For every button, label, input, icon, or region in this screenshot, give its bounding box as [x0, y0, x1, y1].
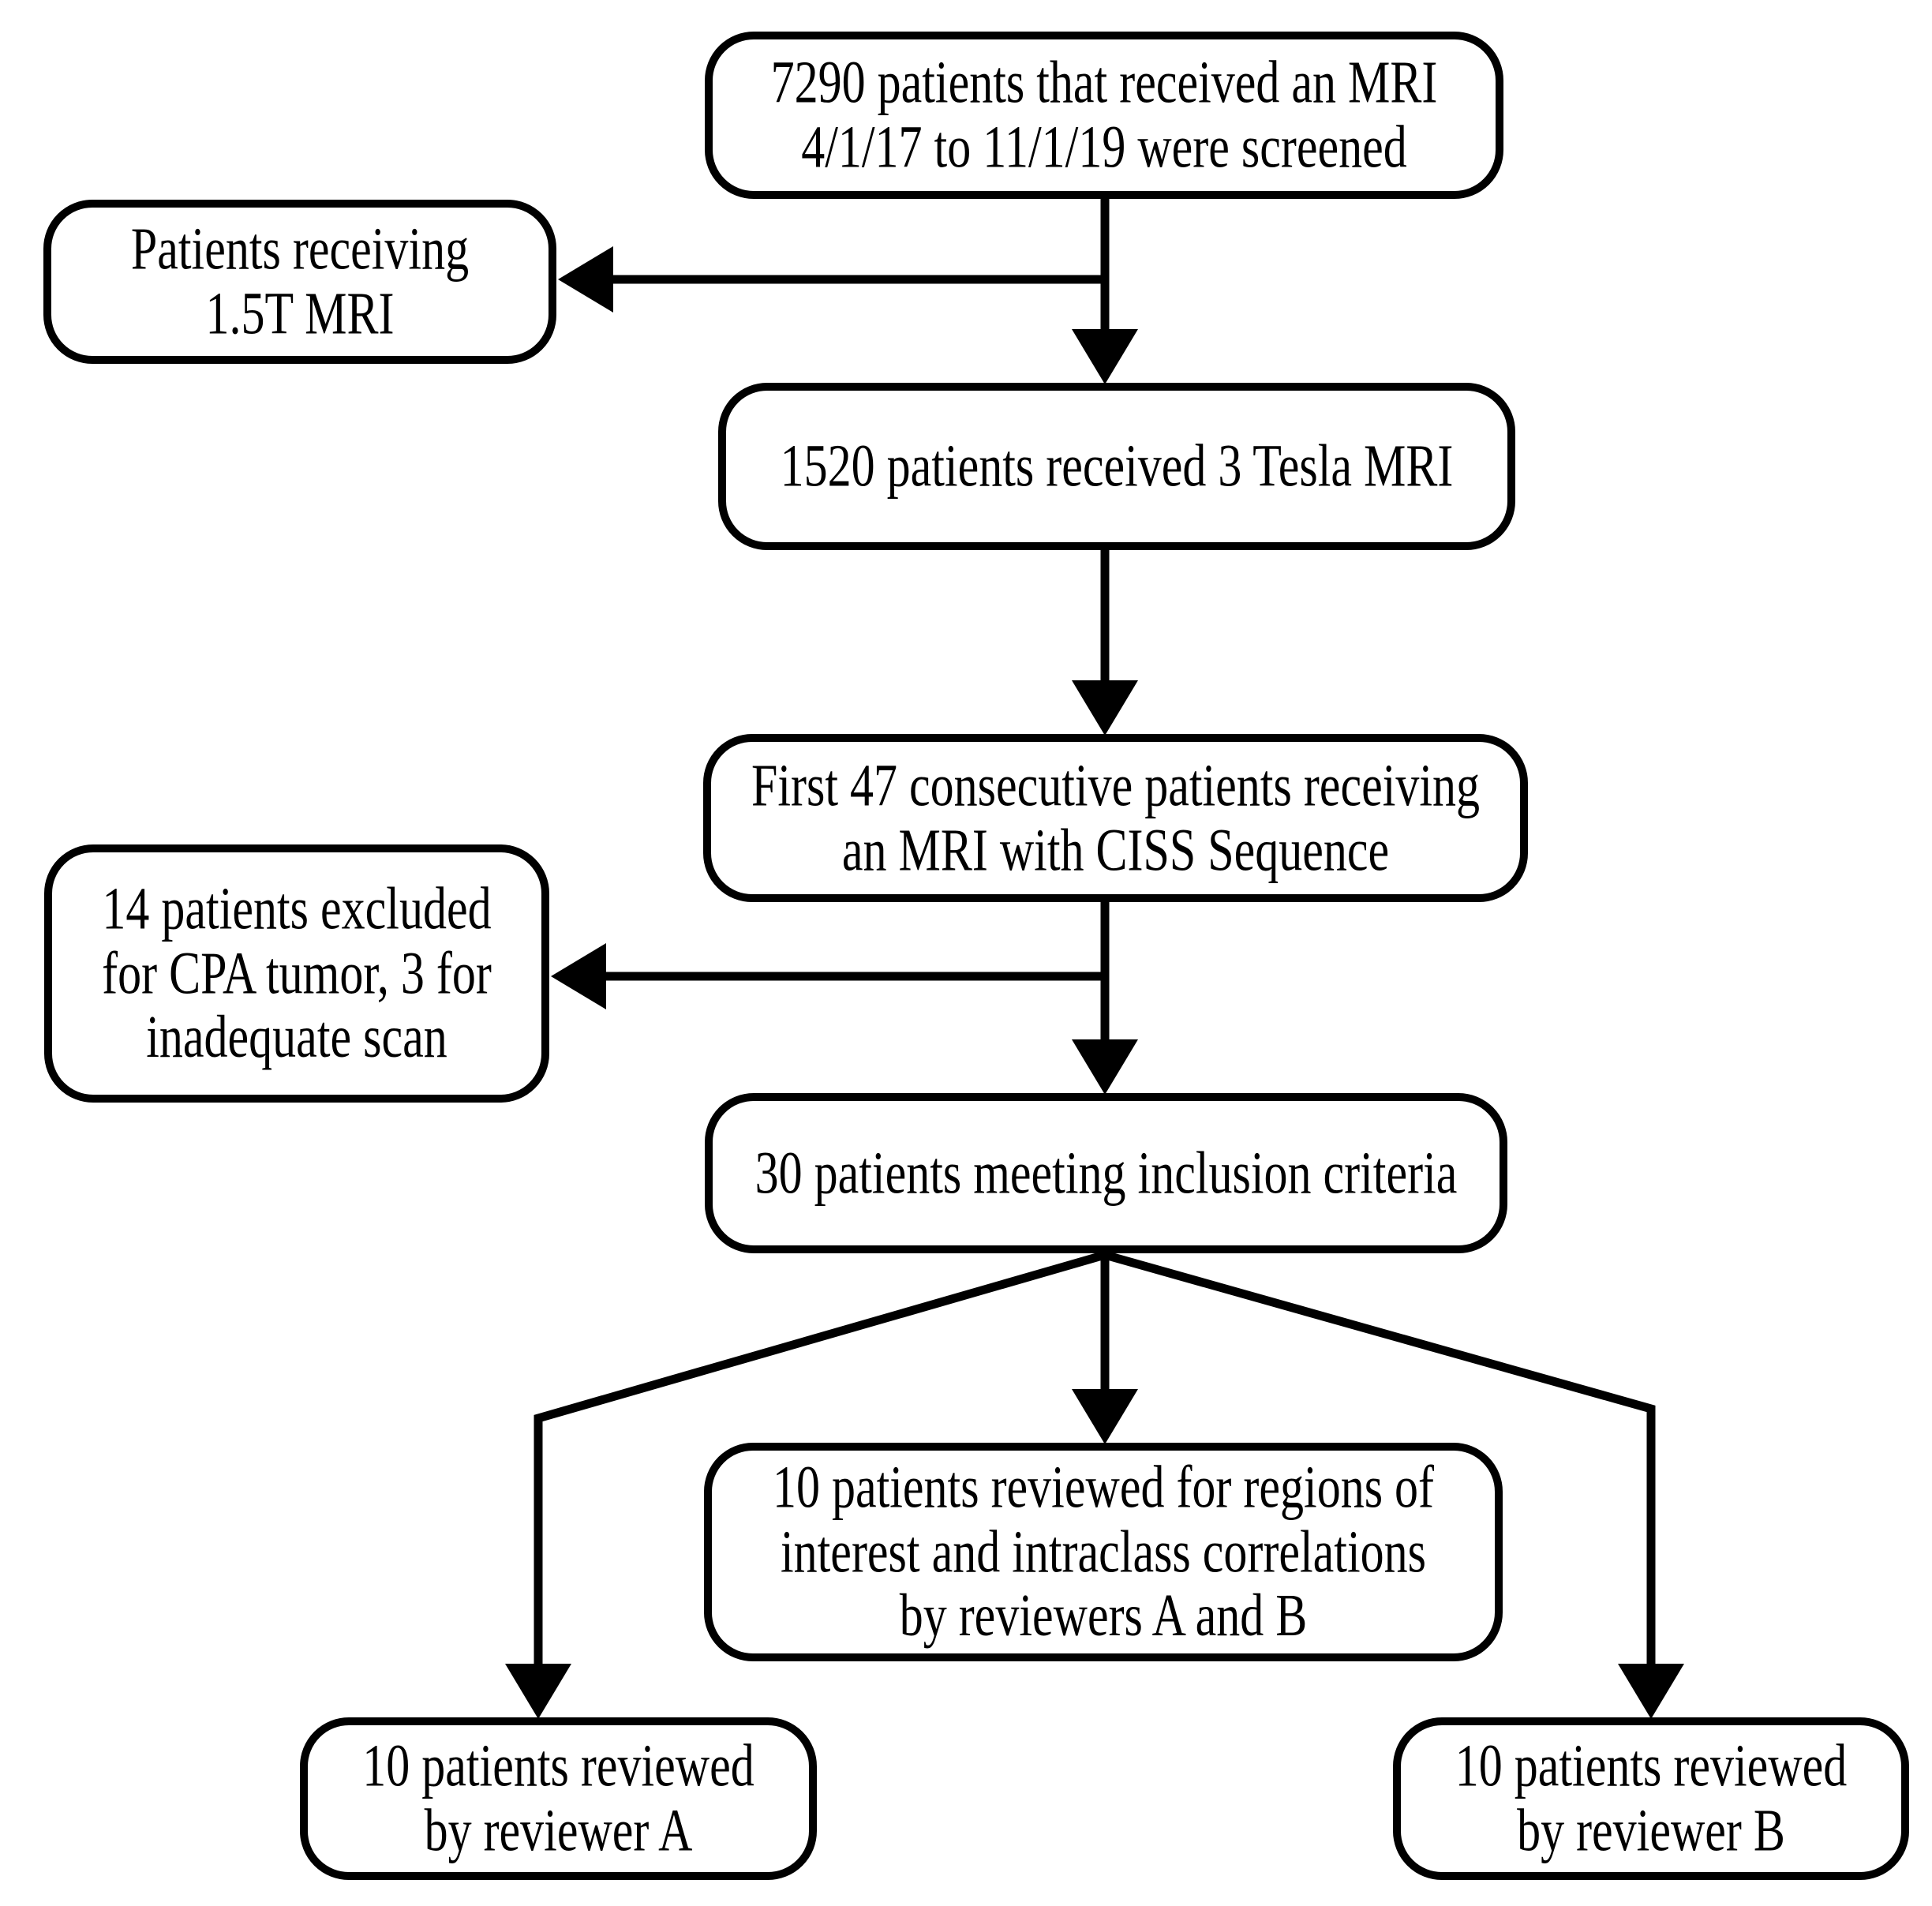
arrowhead-into-inclusion: [1072, 1039, 1138, 1095]
node-ciss-sequence: First 47 consecutive patients receiving …: [703, 734, 1528, 902]
node-inclusion-criteria: 30 patients meeting inclusion criteria: [705, 1093, 1507, 1253]
node-reviewer-b: 10 patients reviewed by reviewer B: [1393, 1717, 1909, 1880]
arrowhead-into-roi: [1072, 1389, 1138, 1444]
arrowhead-into-tesla3: [1072, 329, 1138, 384]
arrowhead-into-reviewer-a: [505, 1664, 571, 1719]
node-screened-label: 7290 patients that received an MRI 4/1/1…: [770, 49, 1438, 180]
arrowhead-into-ciss: [1072, 680, 1138, 736]
edge-inclusion-reviewer-a: [534, 1250, 1106, 1668]
node-excluded-label: 14 patients excluded for CPA tumor, 3 fo…: [102, 874, 492, 1071]
node-3-tesla-mri-label: 1520 patients received 3 Tesla MRI: [780, 432, 1454, 500]
node-ciss-sequence-label: First 47 consecutive patients receiving …: [751, 751, 1481, 883]
node-excluded: 14 patients excluded for CPA tumor, 3 fo…: [44, 844, 549, 1103]
node-reviewer-a: 10 patients reviewed by reviewer A: [300, 1717, 817, 1880]
node-reviewer-a-label: 10 patients reviewed by reviewer A: [362, 1732, 754, 1863]
node-3-tesla-mri: 1520 patients received 3 Tesla MRI: [718, 383, 1515, 550]
node-reviewer-b-label: 10 patients reviewed by reviewer B: [1455, 1732, 1848, 1863]
node-receiving-15t-mri-label: Patients receiving 1.5T MRI: [130, 215, 470, 346]
edge-inclusion-reviewer-b: [1103, 1250, 1656, 1668]
node-inclusion-criteria-label: 30 patients meeting inclusion criteria: [754, 1139, 1458, 1206]
arrowhead-into-reviewer-b: [1618, 1664, 1684, 1719]
node-roi-intraclass: 10 patients reviewed for regions of inte…: [704, 1443, 1503, 1661]
node-receiving-15t-mri: Patients receiving 1.5T MRI: [43, 200, 556, 364]
node-screened: 7290 patients that received an MRI 4/1/1…: [705, 32, 1503, 199]
arrowhead-into-excluded: [551, 943, 606, 1009]
arrowhead-into-receiving15t: [558, 246, 613, 313]
node-roi-intraclass-label: 10 patients reviewed for regions of inte…: [772, 1453, 1435, 1649]
